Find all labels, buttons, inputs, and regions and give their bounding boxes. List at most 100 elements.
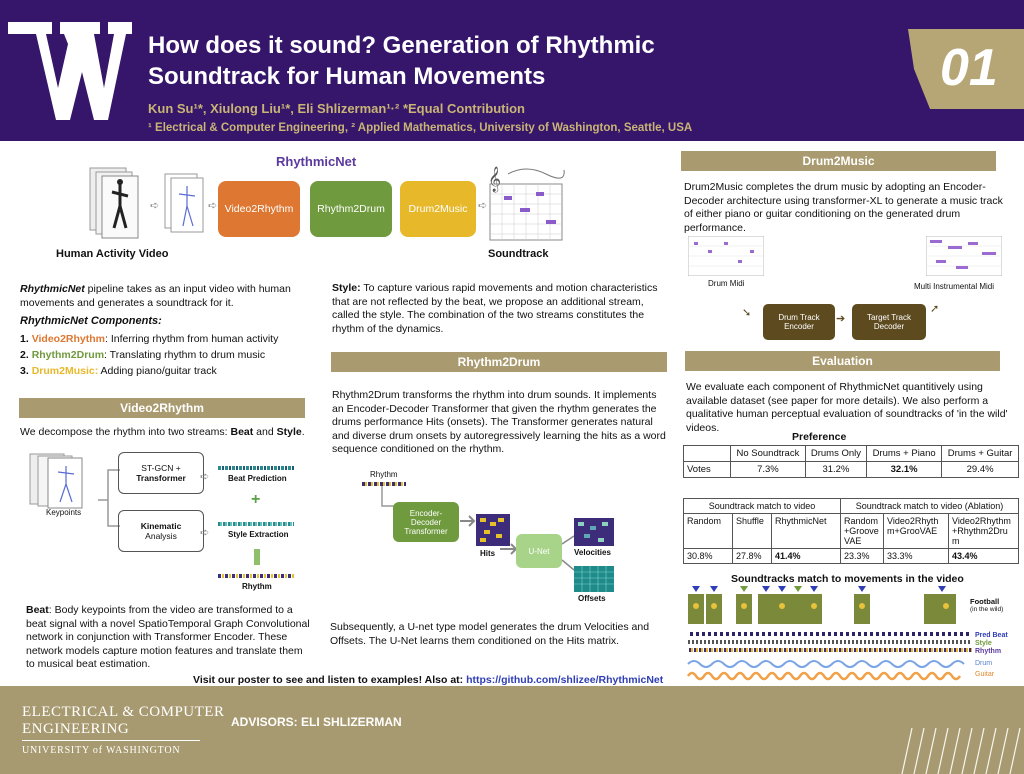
pipeline-title: RhythmicNet [276, 154, 357, 169]
arrow-icon: ➚ [930, 303, 940, 315]
legend-rhythm: Rhythm [975, 648, 1002, 655]
component-2: 2. Rhythm2Drum: Translating rhythm to dr… [20, 349, 265, 363]
football-label: Football [970, 597, 1000, 606]
arrow-icon: ➪ [200, 471, 210, 483]
table-cell: 41.4% [771, 548, 841, 564]
component-name: Video2Rhythm [31, 333, 106, 345]
decoder-label: Decoder [873, 322, 905, 331]
drum2music-heading: Drum2Music [681, 151, 996, 171]
component-name: Rhythm2Drum [31, 349, 105, 361]
match-table: Soundtrack match to video Soundtrack mat… [683, 498, 1019, 564]
video-frames-icon [89, 167, 139, 239]
component-desc: : Inferring rhythm from human activity [105, 333, 279, 345]
beat-signal [218, 466, 294, 470]
intro-name: RhythmicNet [20, 283, 85, 295]
unet-arrows [562, 535, 575, 571]
preference-table: No Soundtrack Drums Only Drums + Piano D… [683, 445, 1019, 478]
enc-label: Encoder- [409, 508, 443, 518]
decoder-label: Target Track [866, 313, 911, 322]
footer [0, 686, 1024, 774]
table-cell: 43.4% [948, 548, 1019, 564]
velocities-matrix [574, 518, 614, 546]
beat-description: Beat: Body keypoints from the video are … [26, 604, 310, 672]
stgcn-box: ST-GCN + Transformer [118, 452, 204, 494]
table-cell: Drums Only [804, 445, 868, 462]
legend-drum: Drum [975, 660, 993, 667]
table-cell: 30.8% [683, 548, 733, 564]
arrow-icon: ➪ [150, 200, 160, 212]
table-cell: Soundtrack match to video (Ablation) [840, 498, 1019, 514]
evaluation-heading: Evaluation [685, 351, 1000, 371]
multi-midi-label: Multi Instrumental Midi [914, 282, 995, 291]
enc-label: Decoder [410, 517, 442, 527]
r2d-rhythm-signal [362, 482, 406, 486]
style-description: Style: To capture various rapid movement… [332, 282, 662, 336]
rhythm2drum-text2: Subsequently, a U-net type model generat… [330, 621, 650, 647]
table-cell: 31.2% [804, 461, 868, 478]
table-cell: Shuffle [732, 513, 772, 549]
header-banner [0, 0, 1024, 141]
unet-box: U-Net [516, 534, 562, 568]
legend-pred-beat: Pred Beat [975, 632, 1008, 639]
dept-line-1: ELECTRICAL & COMPUTER [22, 704, 225, 720]
table-row: Votes 7.3% 31.2% 32.1% 29.4% [683, 461, 1019, 478]
title-line-1: How does it sound? Generation of Rhythmi… [148, 32, 655, 59]
table-cell: Drums + Guitar [941, 445, 1019, 462]
v2r-period: . [301, 426, 305, 438]
table-row: Soundtrack match to video Soundtrack mat… [683, 498, 1019, 514]
beat-desc-label: Beat [26, 604, 49, 616]
multi-midi-roll [926, 236, 1002, 276]
intro-body: pipeline takes as an input video with hu… [20, 283, 291, 309]
poster-title: How does it sound? Generation of Rhythmi… [148, 30, 848, 92]
arrow-icon [460, 515, 476, 527]
preference-title: Preference [792, 431, 847, 443]
table-row: 30.8% 27.8% 41.4% 23.3% 33.3% 43.4% [683, 548, 1019, 564]
beat-desc-text: : Body keypoints from the video are tran… [26, 604, 310, 670]
affiliations: ¹ Electrical & Computer Engineering, ² A… [148, 122, 693, 134]
style-desc-text: To capture various rapid movements and m… [332, 282, 658, 335]
component-name: Drum2Music: [31, 365, 99, 377]
legend-guitar: Guitar [975, 671, 995, 678]
soundtrack-piano-roll-icon: 𝄞 [488, 166, 565, 241]
output-label: Soundtrack [488, 248, 549, 260]
advisors: ADVISORS: ELI SHLIZERMAN [231, 715, 402, 729]
encoder-label: Encoder [784, 322, 814, 331]
drum-midi-label: Drum Midi [708, 279, 745, 288]
drum2music-text: Drum2Music completes the drum music by a… [684, 181, 1003, 234]
github-link[interactable]: https://github.com/shlizee/RhythmicNet [466, 674, 664, 686]
r2d-rhythm-label: Rhythm [370, 470, 398, 479]
drum-midi-roll [688, 236, 764, 276]
style-desc-label: Style: [332, 282, 361, 294]
table-cell: Video2Rhythm+GrooVAE [883, 513, 949, 549]
table-cell [683, 445, 731, 462]
component-desc: : Translating rhythm to drum music [104, 349, 266, 361]
stage-video2rhythm: Video2Rhythm [218, 181, 300, 237]
encoder-label: Drum Track [778, 313, 820, 322]
keypoint-frames-icon [29, 453, 83, 509]
keypoints-label: Keypoints [46, 508, 82, 517]
stgcn-label: Transformer [136, 473, 186, 483]
table-cell: Drums + Piano [866, 445, 943, 462]
table-cell: 27.8% [732, 548, 772, 564]
component-desc: Adding piano/guitar track [98, 365, 217, 377]
kinematic-label: Kinematic [140, 521, 182, 531]
component-num: 2. [20, 349, 29, 361]
keypoint-arrows [98, 469, 120, 527]
evaluation-text: We evaluate each component of RhythmicNe… [686, 381, 1008, 434]
rhythm-label: Rhythm [242, 582, 272, 591]
rhythm2drum-text: Rhythm2Drum transforms the rhythm into d… [332, 389, 666, 455]
rhythm-signal [218, 574, 294, 578]
visit-text: Visit our poster to see and listen to ex… [193, 674, 467, 686]
components-title: RhythmicNet Components: [20, 315, 162, 327]
v2r-beat-word: Beat [230, 426, 254, 438]
dept-line-2: ENGINEERING [22, 721, 130, 737]
uw-logo-icon [8, 22, 132, 120]
hits-label: Hits [480, 549, 496, 558]
component-num: 3. [20, 365, 29, 377]
stgcn-label: ST-GCN + [141, 463, 181, 473]
arrow-icon: ➘ [742, 307, 752, 319]
uw-name: UNIVERSITY of WASHINGTON [22, 745, 181, 756]
down-arrow-icon [254, 549, 260, 565]
svg-text:𝄞: 𝄞 [488, 166, 501, 192]
